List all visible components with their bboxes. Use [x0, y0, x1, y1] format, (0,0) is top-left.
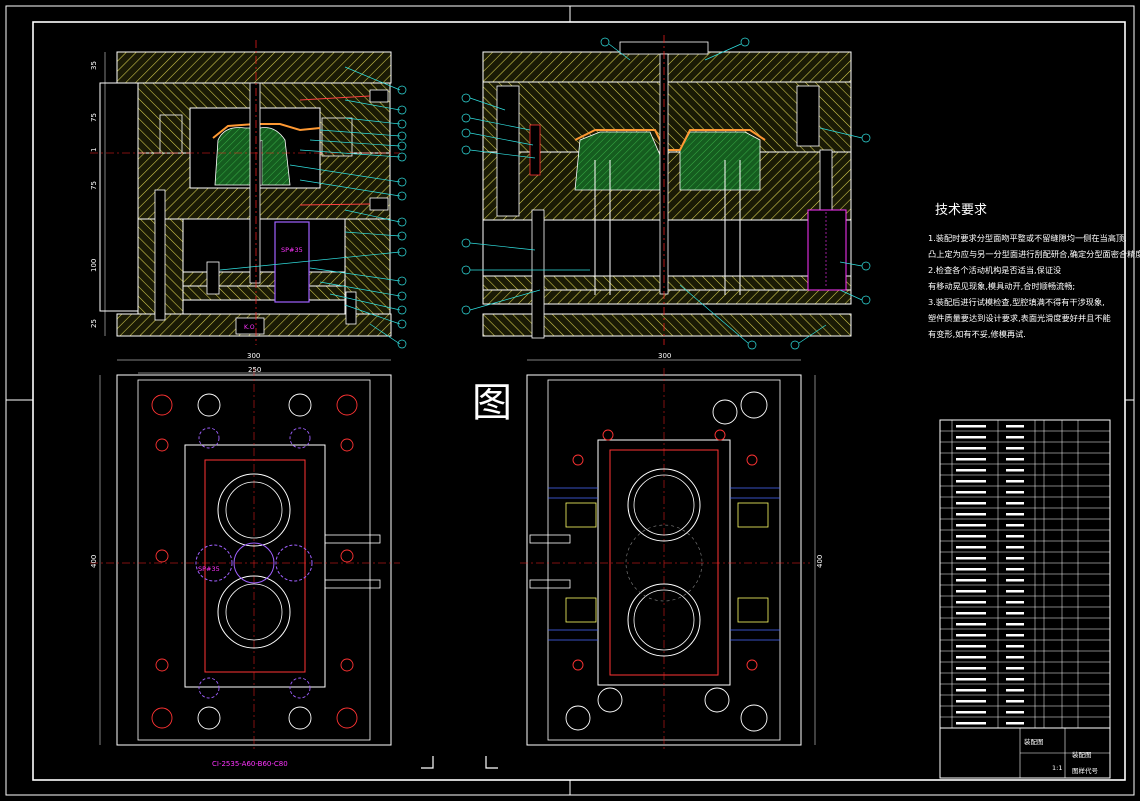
bom-cell-mark	[1006, 623, 1024, 626]
bom-cell-mark	[956, 634, 986, 637]
bom-cell-mark	[956, 590, 986, 593]
bom-cell-mark	[1006, 667, 1024, 670]
bom-cell-mark	[1006, 546, 1024, 549]
bom-cell-mark	[956, 513, 986, 516]
tech-req-line-5: 3.装配后进行试模检查,型腔填满不得有干涉现象,	[928, 297, 1105, 307]
title-assembly: 装配图	[1024, 737, 1044, 746]
drawing-border	[5, 5, 1135, 796]
dim-parting: 1	[90, 148, 98, 152]
tech-req-line-4: 有移动晃见现象,模具动开,合时顺畅流畅;	[928, 281, 1075, 291]
knockout-label: K.O	[244, 324, 255, 331]
bom-cell-mark	[1006, 425, 1024, 428]
side-plan-width-300: 300	[658, 352, 671, 360]
bom-cell-mark	[1006, 612, 1024, 615]
bom-cell-mark	[1006, 579, 1024, 582]
bom-cell-mark	[1006, 436, 1024, 439]
title-drawing-code: 图样代号	[1072, 766, 1099, 775]
bom-cell-mark	[956, 656, 986, 659]
plan-sprue-label: SP#35	[198, 565, 220, 573]
plan-view-right: 300 400	[421, 352, 824, 769]
bom-cell-mark	[956, 722, 986, 725]
bom-cell-mark	[956, 436, 986, 439]
bom-cell-mark	[1006, 634, 1024, 637]
bom-cell-mark	[1006, 700, 1024, 703]
plan-view-left: SP#35 300 250 400 CI-2535-A60-B60-C80	[90, 352, 400, 768]
bom-cell-mark	[1006, 491, 1024, 494]
title-block: 装配图 装配图 图样代号 1:1	[939, 419, 1111, 779]
mold-base-spec: CI-2535-A60-B60-C80	[212, 760, 288, 768]
side-plan-height-400: 400	[816, 555, 824, 568]
bom-cell-mark	[1006, 458, 1024, 461]
bom-cell-mark	[956, 711, 986, 714]
tech-req-line-7: 有变形,如有不妥,修模再试.	[928, 329, 1026, 339]
bom-cell-mark	[956, 623, 986, 626]
sprue-label: SP#35	[281, 246, 303, 254]
technical-requirements: 技术要求 1.装配时要求分型面吻平整或不留缝隙均一侧在当高顶, 凸上定为应与另一…	[928, 203, 1140, 339]
plan-height-400: 400	[90, 555, 98, 568]
bom-cell-mark	[956, 557, 986, 560]
bom-cell-mark	[956, 601, 986, 604]
bom-cell-mark	[1006, 469, 1024, 472]
bom-cell-mark	[956, 425, 986, 428]
bom-cell-mark	[956, 667, 986, 670]
bom-cell-mark	[956, 535, 986, 538]
bom-cell-mark	[956, 568, 986, 571]
bom-cell-mark	[1006, 447, 1024, 450]
bom-cell-mark	[956, 579, 986, 582]
bom-cell-mark	[1006, 568, 1024, 571]
bom-cell-mark	[956, 491, 986, 494]
plan-width-250: 250	[248, 366, 261, 374]
bom-cell-mark	[956, 502, 986, 505]
bom-cell-mark	[1006, 678, 1024, 681]
bom-cell-mark	[956, 689, 986, 692]
tech-req-line-1: 1.装配时要求分型面吻平整或不留缝隙均一侧在当高顶,	[928, 233, 1127, 243]
tech-req-title: 技术要求	[935, 203, 987, 218]
dim-h-35: 35	[90, 61, 98, 70]
bom-cell-mark	[1006, 524, 1024, 527]
front-view-callouts	[219, 66, 407, 349]
front-section-view: SP#35 K.O 35 75 1 75 100 25	[90, 40, 407, 349]
tech-req-line-3: 2.检查各个活动机构是否适当,保证没	[928, 265, 1061, 275]
bom-cell-mark	[956, 458, 986, 461]
bom-cell-mark	[1006, 480, 1024, 483]
side-view-callouts	[461, 37, 871, 350]
bom-cell-mark	[1006, 711, 1024, 714]
bom-cell-mark	[956, 480, 986, 483]
bom-cell-mark	[956, 645, 986, 648]
bom-cell-mark	[1006, 502, 1024, 505]
dim-h-25: 25	[90, 319, 98, 328]
bom-cell-mark	[1006, 656, 1024, 659]
bom-cell-mark	[956, 678, 986, 681]
plan-width-300: 300	[247, 352, 260, 360]
tech-req-line-2: 凸上定为应与另一分型面进行刮配研合,确定分型面密合精度.	[928, 249, 1140, 259]
tech-req-line-6: 塑件质量要达到设计要求,表面光滑度要好并且不能	[928, 313, 1111, 323]
bom-cell-mark	[1006, 645, 1024, 648]
bom-cell-mark	[1006, 590, 1024, 593]
bom-cell-mark	[1006, 513, 1024, 516]
bom-cell-mark	[1006, 689, 1024, 692]
bom-cell-mark	[1006, 722, 1024, 725]
dim-h-100: 100	[90, 259, 98, 272]
bom-cell-mark	[1006, 601, 1024, 604]
title-scale: 1:1	[1052, 764, 1062, 772]
bom-cell-mark	[956, 700, 986, 703]
dim-h-75b: 75	[90, 181, 98, 190]
bom-cell-mark	[956, 447, 986, 450]
bom-cell-mark	[956, 546, 986, 549]
title-drawing-name: 装配图	[1072, 750, 1092, 759]
bom-cell-mark	[956, 524, 986, 527]
bom-cell-mark	[1006, 557, 1024, 560]
bom-cell-mark	[956, 612, 986, 615]
bom-cell-mark	[1006, 535, 1024, 538]
bom-cell-mark	[956, 469, 986, 472]
side-section-view	[461, 35, 871, 350]
dim-h-75a: 75	[90, 113, 98, 122]
